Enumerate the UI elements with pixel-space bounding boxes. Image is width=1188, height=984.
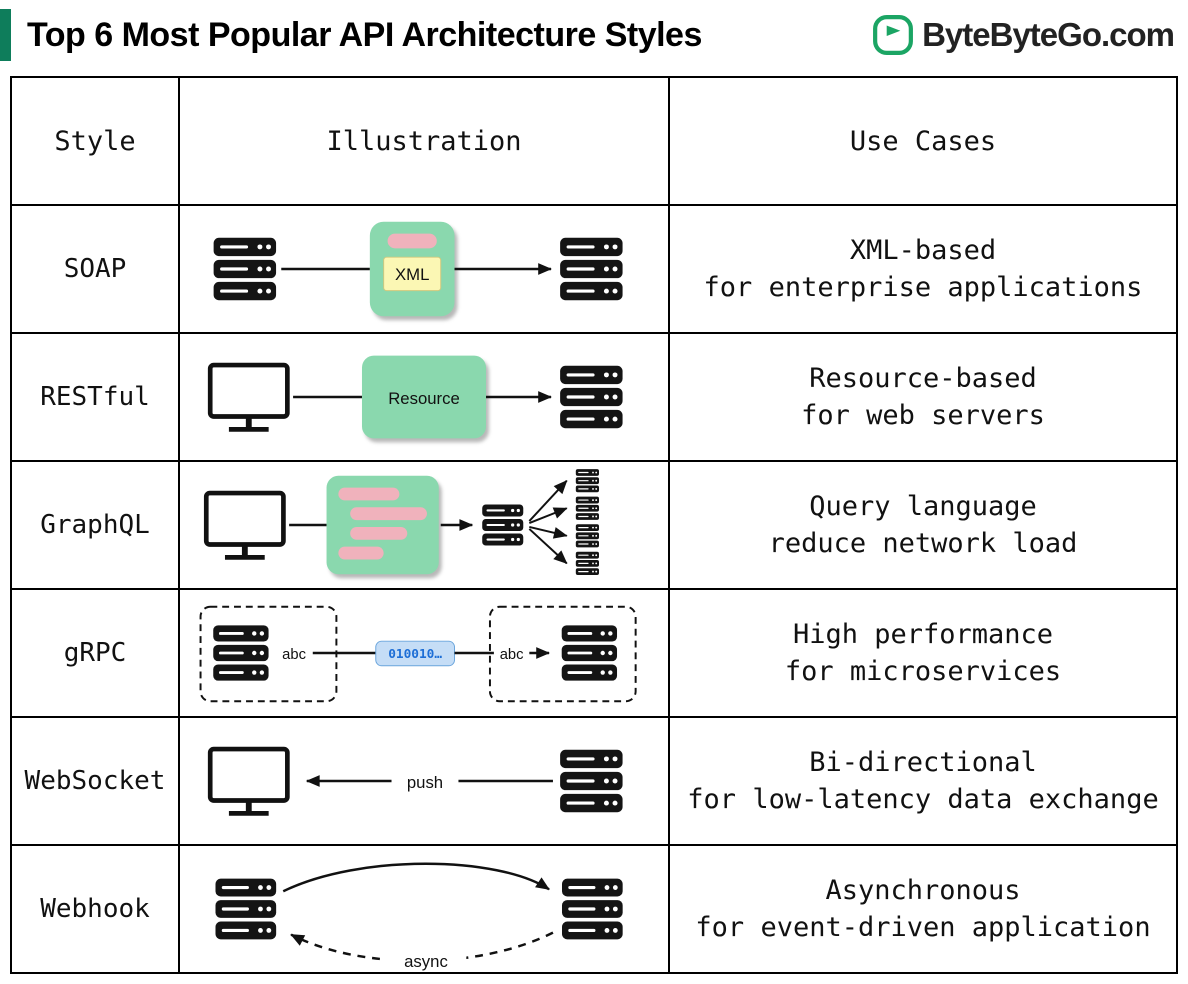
- xml-box: [383, 256, 442, 292]
- column-header-style: Style: [12, 78, 180, 204]
- use-case-line: for low-latency data exchange: [687, 784, 1159, 815]
- style-name-restful: RESTful: [12, 334, 180, 460]
- binary-label: 010010…: [388, 647, 442, 662]
- page-header: Top 6 Most Popular API Architecture Styl…: [0, 0, 1188, 70]
- illustration-cell-grpc: abc 010010… abc: [180, 590, 670, 716]
- use-cases-cell-restful: Resource-based for web servers: [670, 334, 1176, 460]
- server-icon: [560, 237, 623, 301]
- server-icon: [213, 237, 277, 301]
- server-icon: [560, 365, 623, 429]
- client-monitor-icon: [206, 493, 283, 557]
- style-name-graphql: GraphQL: [12, 462, 180, 588]
- table-row-soap: SOAP XML XML-based for enterprise applic…: [12, 204, 1176, 332]
- query-line-pill: [350, 507, 427, 521]
- header-pill: [387, 233, 437, 249]
- accent-bar: [0, 9, 11, 61]
- xml-label: XML: [395, 265, 429, 284]
- server-icon: [561, 878, 623, 940]
- table-row-graphql: GraphQL: [12, 460, 1176, 588]
- use-cases-cell-soap: XML-based for enterprise applications: [670, 206, 1176, 332]
- query-line-pill: [338, 487, 400, 501]
- table-row-websocket: WebSocket push Bi-directional for low-la…: [12, 716, 1176, 844]
- soap-illustration: XML: [213, 221, 623, 317]
- table-row-restful: RESTful Resource Resource-based for web …: [12, 332, 1176, 460]
- use-case-line: Bi-directional: [809, 747, 1037, 778]
- mini-server-icon: [575, 496, 600, 520]
- use-case-line: reduce network load: [768, 528, 1078, 559]
- use-cases-cell-grpc: High performance for microservices: [670, 590, 1176, 716]
- resource-label: Resource: [388, 389, 460, 408]
- use-case-line: High performance: [792, 619, 1054, 650]
- server-icon: [213, 625, 269, 681]
- query-line-pill: [338, 546, 384, 560]
- websocket-illustration: push: [180, 718, 623, 844]
- fanout-arrow: [528, 528, 568, 565]
- style-name-webhook: Webhook: [12, 846, 180, 972]
- fanout-arrow: [529, 526, 568, 539]
- illustration-cell-soap: XML: [180, 206, 670, 332]
- query-line-pill: [350, 526, 408, 540]
- use-case-line: for web servers: [801, 400, 1045, 431]
- push-label: push: [407, 773, 443, 792]
- column-header-illustration: Illustration: [180, 78, 670, 204]
- mini-server-icon: [575, 469, 600, 493]
- webhook-illustration: async: [215, 862, 623, 972]
- graphql-illustration: [180, 469, 600, 575]
- table-row-webhook: Webhook async Asynchronous for event-dri…: [12, 844, 1176, 972]
- server-icon: [560, 749, 623, 813]
- use-case-line: Resource-based: [809, 363, 1037, 394]
- style-name-websocket: WebSocket: [12, 718, 180, 844]
- server-icon: [561, 625, 618, 681]
- async-label: async: [404, 952, 448, 971]
- server-icon: [215, 878, 277, 940]
- brand-text: ByteByteGo.com: [922, 16, 1175, 53]
- mini-server-icon: [575, 524, 600, 548]
- grpc-illustration: abc 010010… abc: [199, 605, 637, 703]
- use-case-line: Asynchronous: [825, 875, 1021, 906]
- use-case-line: for event-driven application: [695, 912, 1151, 943]
- resource-box: [361, 355, 487, 439]
- use-case-line: Query language: [809, 491, 1037, 522]
- mini-server-icon: [575, 551, 600, 575]
- abc-label: abc: [282, 647, 306, 663]
- client-monitor-icon: [210, 749, 287, 813]
- use-case-line: for microservices: [784, 656, 1062, 687]
- service-boundary-box: [488, 605, 637, 703]
- use-case-line: XML-based: [849, 235, 997, 266]
- bytebytego-logo-icon: [873, 15, 914, 55]
- table-row-grpc: gRPC abc 010010… abc High performance fo…: [12, 588, 1176, 716]
- label-backing: [391, 765, 459, 797]
- fanout-arrow: [528, 507, 568, 524]
- fanout-arrow: [528, 479, 568, 522]
- use-cases-cell-webhook: Asynchronous for event-driven applicatio…: [670, 846, 1176, 972]
- illustration-cell-websocket: push: [180, 718, 670, 844]
- column-header-use-cases: Use Cases: [849, 125, 997, 157]
- use-cases-cell-graphql: Query language reduce network load: [670, 462, 1176, 588]
- page-title: Top 6 Most Popular API Architecture Styl…: [27, 15, 702, 54]
- restful-illustration: Resource: [180, 355, 623, 439]
- illustration-cell-webhook: async: [180, 846, 670, 972]
- server-icon: [482, 504, 524, 546]
- table-header-row: Style Illustration Use Cases: [12, 78, 1176, 204]
- style-name-soap: SOAP: [12, 206, 180, 332]
- brand: ByteByteGo.com: [872, 14, 1175, 56]
- illustration-cell-graphql: [180, 462, 670, 588]
- use-case-line: for enterprise applications: [703, 272, 1143, 303]
- client-monitor-icon: [210, 365, 287, 429]
- request-arrow: [282, 862, 550, 893]
- use-cases-cell-websocket: Bi-directional for low-latency data exch…: [670, 718, 1176, 844]
- label-backing: [385, 946, 467, 972]
- style-name-grpc: gRPC: [12, 590, 180, 716]
- illustration-cell-restful: Resource: [180, 334, 670, 460]
- abc-label: abc: [500, 647, 524, 663]
- api-styles-table: Style Illustration Use Cases SOAP XML XM…: [10, 76, 1178, 974]
- title-group: Top 6 Most Popular API Architecture Styl…: [0, 9, 702, 61]
